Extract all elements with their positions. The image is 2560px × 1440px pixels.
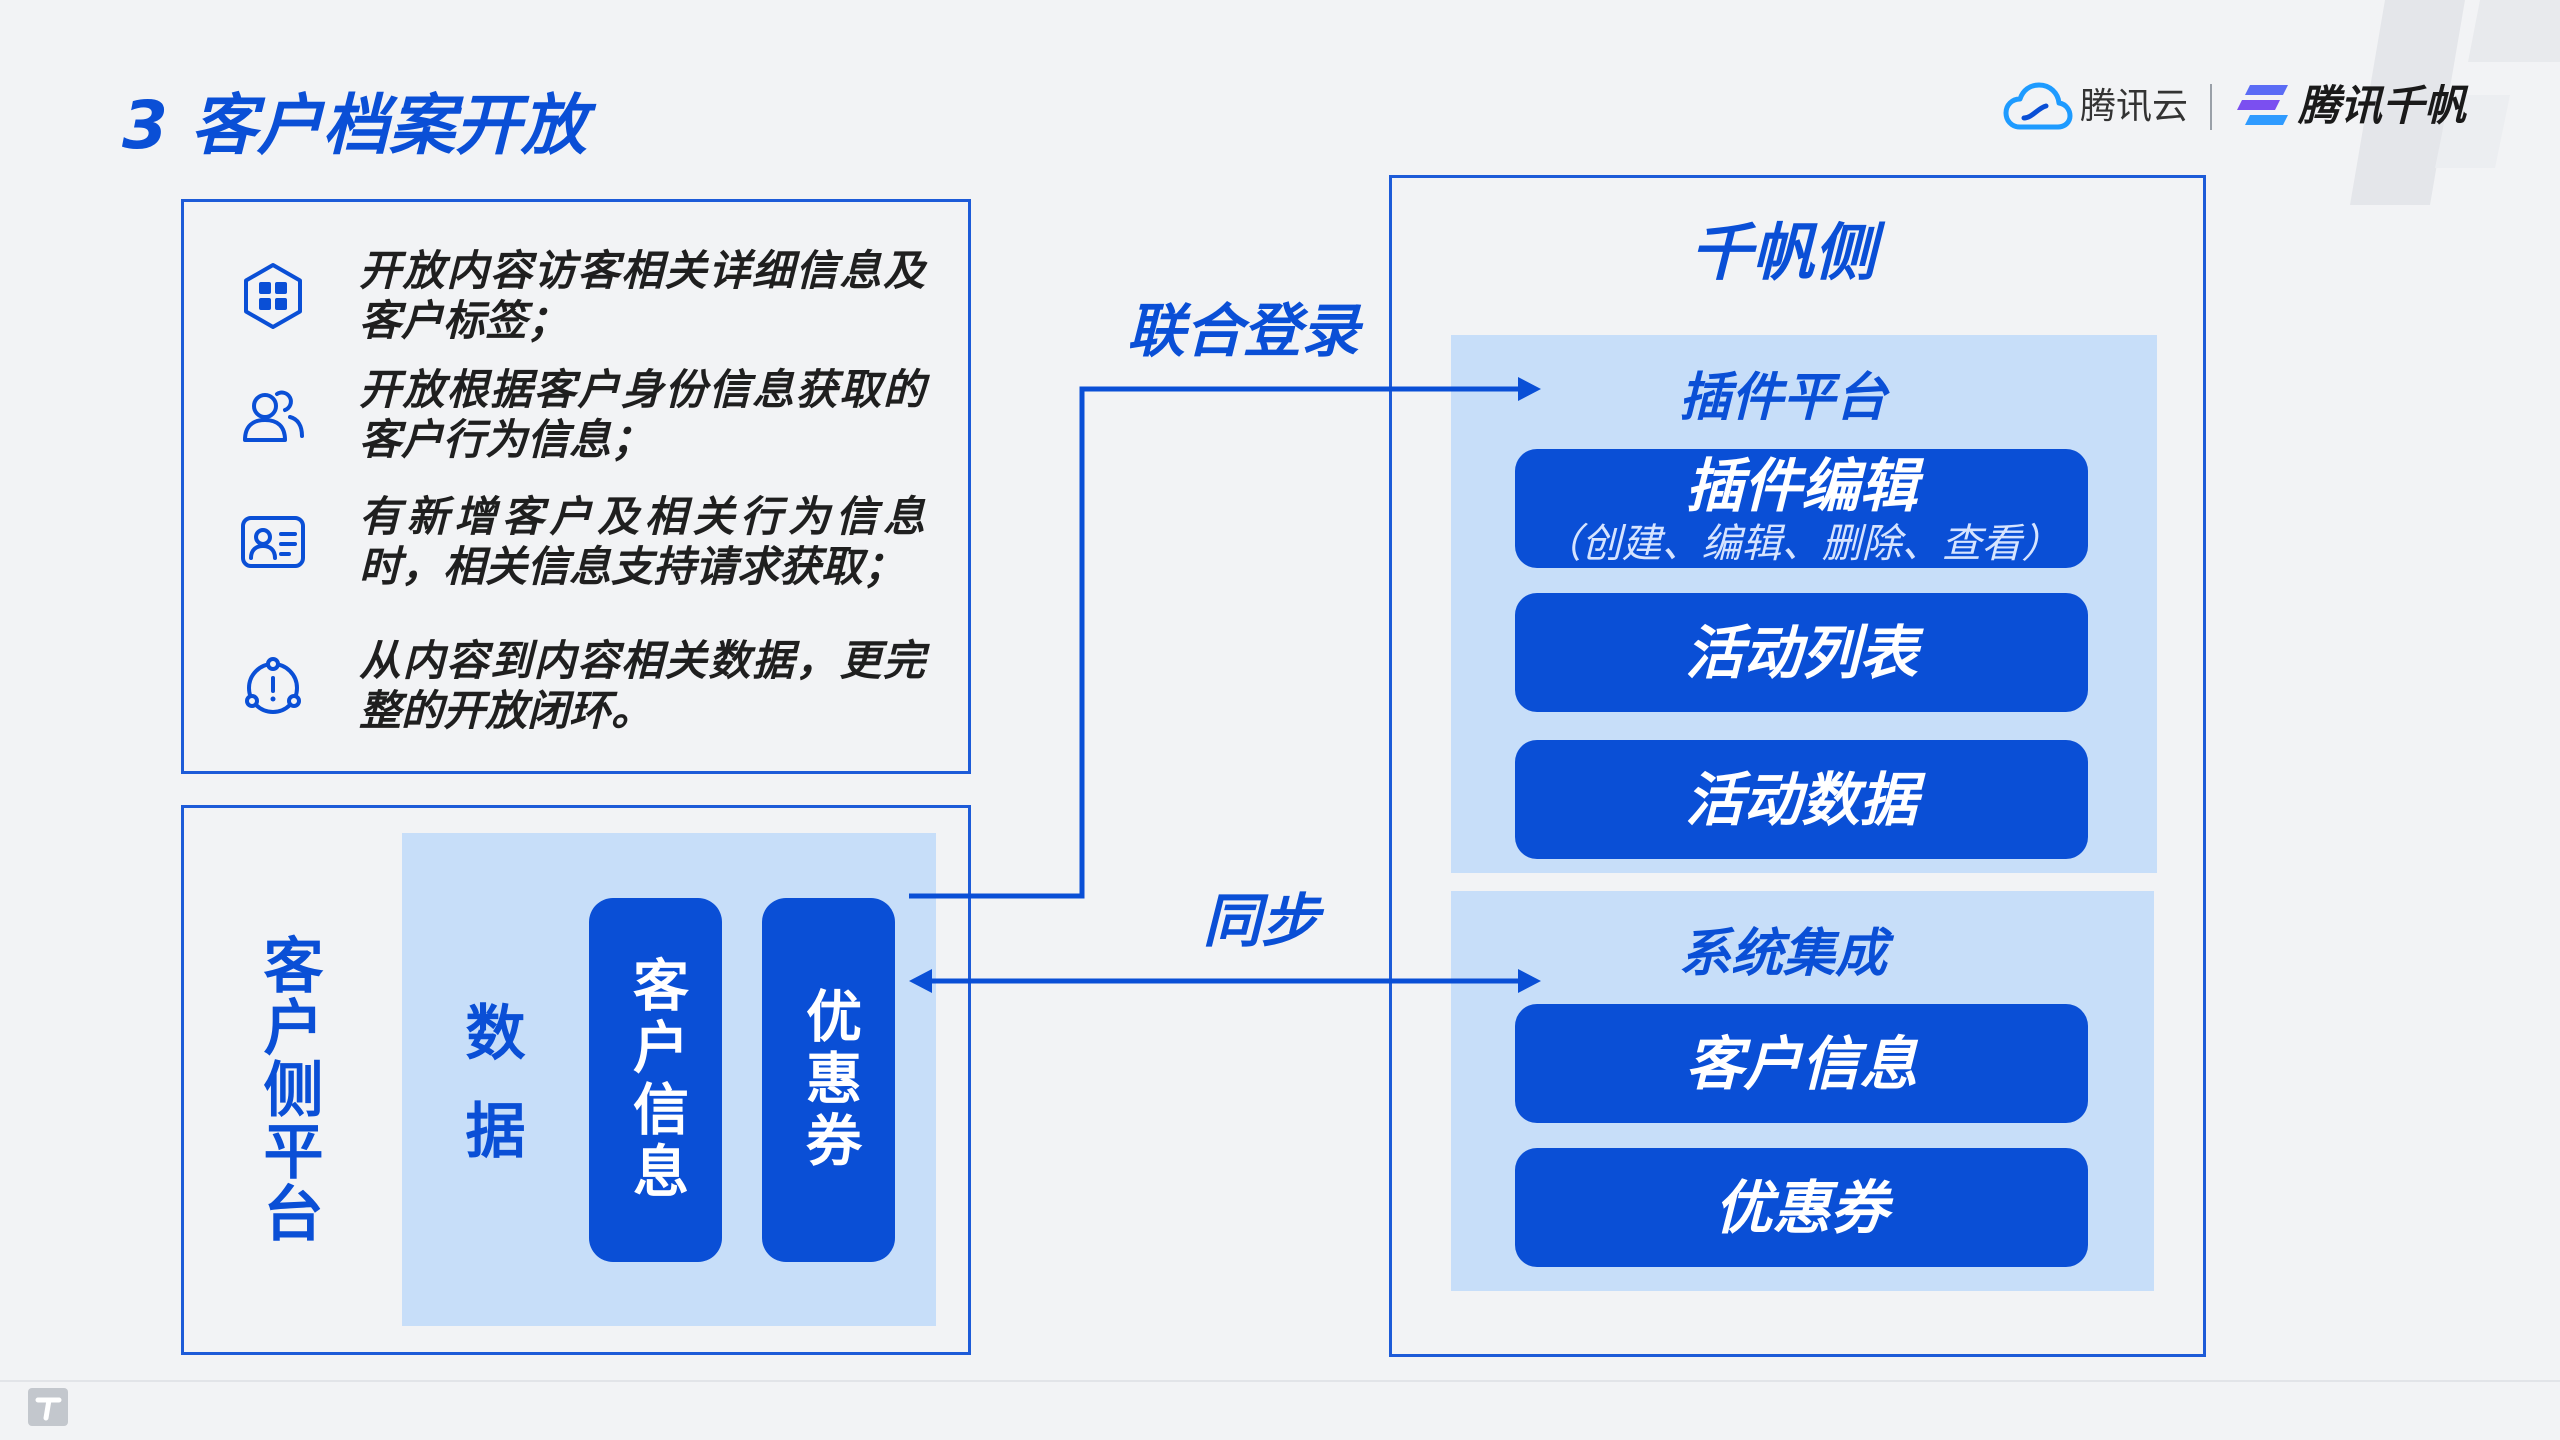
feature-text-line: 整的开放闭环。: [359, 686, 654, 735]
feature-item: 从内容到内容相关数据，更完 整的开放闭环。: [237, 636, 925, 736]
activity-data-block: 活动数据: [1515, 740, 2088, 859]
feature-text-line: 客户标签；: [359, 296, 570, 345]
feature-text-line: 时，相关信息支持请求获取；: [359, 542, 906, 591]
feature-text-line: 从内容到内容相关数据，更完: [359, 636, 925, 685]
id-card-icon: [237, 506, 309, 578]
feature-text: 有新增客户及相关行为信息 时，相关信息支持请求获取；: [359, 492, 925, 592]
footer-logo-icon: [28, 1388, 68, 1426]
decorative-stripe: [2350, 0, 2465, 205]
feature-text-line: 开放内容访客相关详细信息及: [359, 246, 925, 295]
users-icon: [237, 379, 309, 451]
customer-info-label: 客户信息: [1685, 1029, 1918, 1098]
page-title: 3 客户档案开放: [122, 87, 587, 164]
feature-item: 有新增客户及相关行为信息 时，相关信息支持请求获取；: [237, 492, 925, 592]
plugin-edit-block: 插件编辑 （创建、编辑、删除、查看）: [1515, 449, 2088, 568]
system-integration-title: 系统集成: [1678, 924, 1887, 984]
tencent-cloud-icon: [2002, 80, 2074, 132]
client-data-item-customer-info: 客户信息: [589, 898, 722, 1262]
activity-data-label: 活动数据: [1685, 765, 1918, 834]
brand-qianfan-text: 腾讯千帆: [2298, 81, 2467, 130]
feature-text-line: 客户行为信息；: [359, 415, 654, 464]
client-data-item-coupon: 优惠券: [762, 898, 895, 1262]
plugin-edit-label: 插件编辑: [1685, 452, 1918, 520]
sync-connection-label: 同步: [1203, 887, 1320, 955]
decorative-stripes: [2350, 0, 2560, 205]
customer-info-block: 客户信息: [1515, 1004, 2088, 1123]
decorative-stripe: [2468, 0, 2560, 62]
system-integration-panel: 系统集成 客户信息 优惠券: [1451, 891, 2154, 1291]
coupon-block: 优惠券: [1515, 1148, 2088, 1267]
plugin-edit-sublabel: （创建、编辑、删除、查看）: [1541, 521, 2062, 567]
feature-text: 开放内容访客相关详细信息及 客户标签；: [359, 246, 925, 346]
activity-list-label: 活动列表: [1685, 618, 1918, 687]
client-data-panel: 数据 客户信息 优惠券: [402, 833, 936, 1326]
client-data-label: 数据: [455, 1001, 525, 1197]
app-grid-icon: [237, 260, 309, 332]
footer-divider: [0, 1380, 2560, 1382]
qianfan-icon: [2234, 78, 2292, 132]
feature-text-line: 有新增客户及相关行为信息: [359, 492, 925, 541]
login-connection-label: 联合登录: [1127, 297, 1360, 365]
qianfan-side-box: 千帆侧 插件平台 插件编辑 （创建、编辑、删除、查看） 活动列表 活动数据 系统…: [1389, 175, 2206, 1357]
feature-item: 开放内容访客相关详细信息及 客户标签；: [237, 246, 925, 346]
features-box: 开放内容访客相关详细信息及 客户标签； 开放根据客户身份信息获取的 客户行为信息…: [181, 199, 971, 774]
client-data-item-label: 优惠券: [796, 987, 862, 1173]
activity-list-block: 活动列表: [1515, 593, 2088, 712]
brand-cloud-text: 腾讯云: [2080, 86, 2189, 127]
alert-cycle-icon: [237, 650, 309, 722]
client-data-item-label: 客户信息: [623, 956, 689, 1204]
plugin-platform-panel: 插件平台 插件编辑 （创建、编辑、删除、查看） 活动列表 活动数据: [1451, 335, 2157, 873]
plugin-platform-title: 插件平台: [1678, 368, 1887, 428]
client-platform-box: 客户侧平台 数据 客户信息 优惠券: [181, 805, 971, 1355]
feature-text: 从内容到内容相关数据，更完 整的开放闭环。: [359, 636, 925, 736]
qianfan-side-label: 千帆侧: [1689, 216, 1876, 289]
client-platform-label: 客户侧平台: [253, 934, 323, 1244]
coupon-label: 优惠券: [1714, 1173, 1889, 1242]
brand-separator: [2210, 84, 2212, 130]
decorative-stripe: [2435, 95, 2510, 168]
feature-text-line: 开放根据客户身份信息获取的: [359, 365, 925, 414]
feature-text: 开放根据客户身份信息获取的 客户行为信息；: [359, 365, 925, 465]
feature-item: 开放根据客户身份信息获取的 客户行为信息；: [237, 365, 925, 465]
